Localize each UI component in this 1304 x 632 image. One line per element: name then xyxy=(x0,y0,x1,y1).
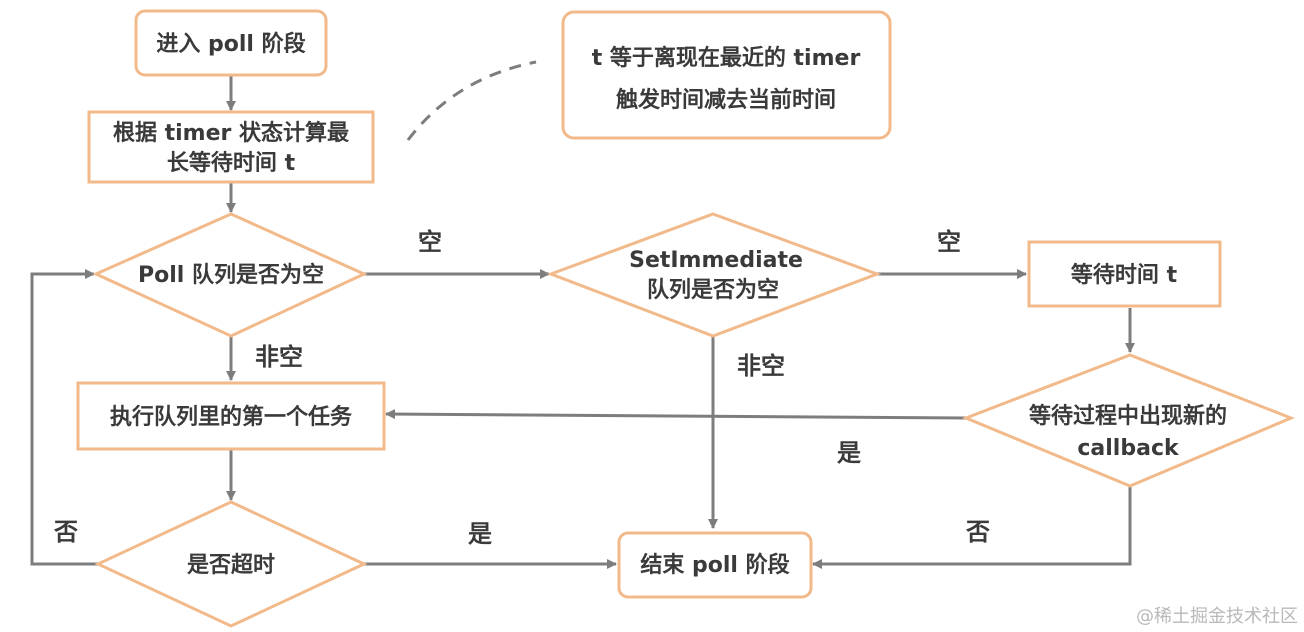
edge-label-callback-to-end: 否 xyxy=(965,518,990,546)
wait-t-node xyxy=(1027,240,1222,308)
end-node xyxy=(617,531,813,599)
edge-callback-to-end xyxy=(812,487,1132,569)
edge-label-poll-to-setimmediate: 空 xyxy=(418,228,442,256)
edge-label-timeout-to-poll: 否 xyxy=(53,518,78,546)
calc-node xyxy=(87,110,375,184)
node-labels: 进入 poll 阶段 根据 timer 状态计算最 长等待时间 t t 等于离现… xyxy=(110,31,1227,578)
edge-label-setimmediate-to-wait: 空 xyxy=(937,228,961,256)
nodes xyxy=(76,9,1295,628)
calc-label-line-1: 根据 timer 状态计算最 xyxy=(113,120,350,146)
edge-label-callback-to-exec: 是 xyxy=(837,439,861,467)
timeout-label: 是否超时 xyxy=(187,553,275,578)
setimmediate-label-line-2: 队列是否为空 xyxy=(647,277,779,303)
edge-callback-to-exec xyxy=(385,409,967,420)
new-callback-diamond xyxy=(961,353,1295,488)
start-label: 进入 poll 阶段 xyxy=(156,31,305,57)
edge-label-setimmediate-to-end: 非空 xyxy=(737,352,785,380)
edge-timeout-to-poll xyxy=(30,269,98,566)
setimmediate-label-line-1: SetImmediate xyxy=(629,248,803,273)
wait-t-label: 等待时间 t xyxy=(1071,262,1178,288)
calc-label-line-2: 长等待时间 t xyxy=(167,150,296,176)
poll-empty-diamond xyxy=(92,212,368,338)
start-node xyxy=(134,9,328,77)
edge-labels: 空 空 非空 非空 是 否 是 否 xyxy=(53,228,990,548)
exec-first-node xyxy=(76,381,386,451)
edges xyxy=(30,60,1135,569)
poll-empty-label: Poll 队列是否为空 xyxy=(138,262,324,288)
edge-label-timeout-to-end: 是 xyxy=(468,520,492,548)
exec-first-label: 执行队列里的第一个任务 xyxy=(110,404,353,430)
new-callback-label-line-1: 等待过程中出现新的 xyxy=(1029,403,1227,429)
timeout-diamond xyxy=(94,500,368,628)
note-label-line-1: t 等于离现在最近的 timer xyxy=(592,45,861,71)
note-connector xyxy=(406,60,537,141)
setimmediate-diamond xyxy=(546,212,882,338)
note-box xyxy=(561,10,892,140)
note-label-line-2: 触发时间减去当前时间 xyxy=(616,87,836,113)
watermark: @稀土掘金技术社区 xyxy=(1136,606,1298,627)
end-label: 结束 poll 阶段 xyxy=(640,552,789,578)
new-callback-label-line-2: callback xyxy=(1077,436,1180,461)
edge-label-poll-to-exec: 非空 xyxy=(255,343,303,371)
